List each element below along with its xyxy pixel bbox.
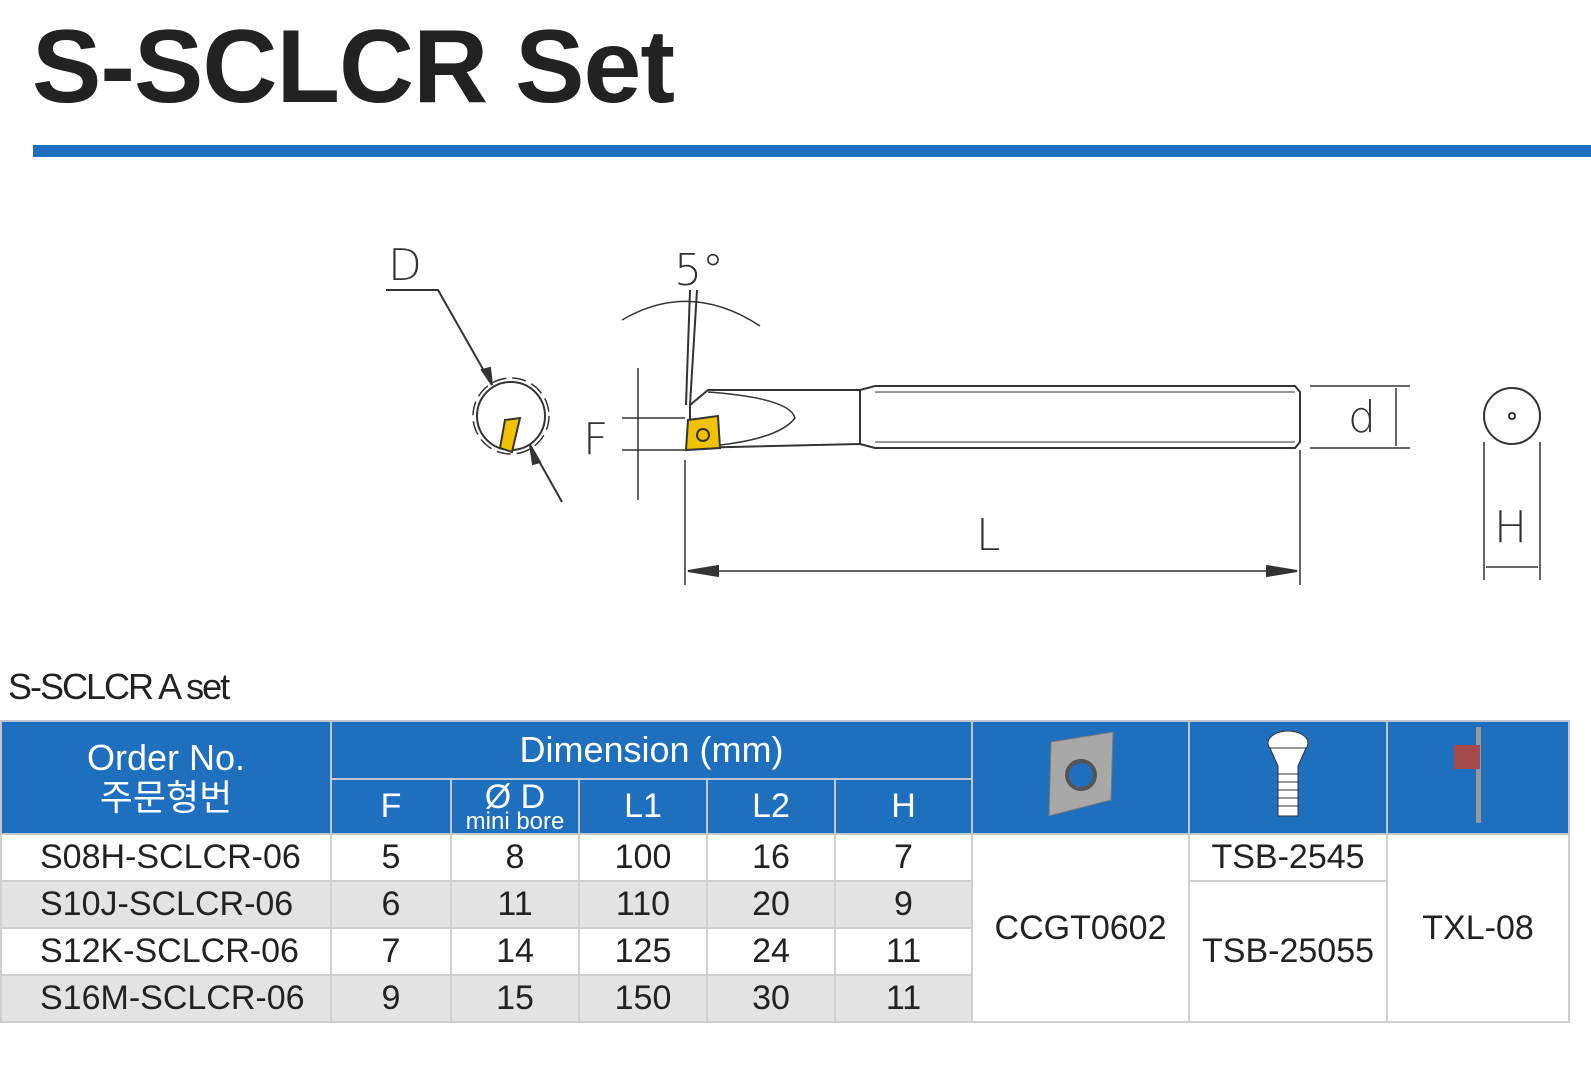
label-L: L [976, 510, 1001, 561]
l2-cell: 16 [706, 833, 836, 882]
d-cell: 11 [450, 880, 580, 929]
d-cell: 14 [450, 927, 580, 976]
front-view: D [386, 240, 563, 503]
l1-cell: 110 [578, 880, 708, 929]
l1-cell: 100 [578, 833, 708, 882]
label-d: d [1348, 392, 1376, 443]
d-cell: 8 [450, 833, 580, 882]
col-L2: L2 [706, 778, 836, 835]
l1-cell: 125 [578, 927, 708, 976]
table-row: S16M-SCLCR-06 9 15 150 30 11 [0, 974, 1569, 1023]
f-cell: 6 [330, 880, 452, 929]
page-title: S-SCLCR Set [32, 9, 675, 125]
d-cell: 15 [450, 974, 580, 1023]
label-F: F [583, 414, 608, 465]
order-no-label-ko: 주문형번 [99, 776, 233, 818]
table-row: S12K-SCLCR-06 7 14 125 24 11 [0, 927, 1569, 976]
order-no-label: Order No. [86, 736, 246, 778]
f-cell: 5 [330, 833, 452, 882]
order-cell: S10J-SCLCR-06 [0, 880, 332, 929]
col-H: H [833, 778, 974, 835]
insert-header [971, 720, 1191, 835]
screw-icon [1267, 730, 1309, 816]
label-D: D [388, 240, 422, 291]
f-cell: 7 [330, 927, 452, 976]
insert-cell: CCGT0602 [971, 833, 1191, 1023]
order-cell: S12K-SCLCR-06 [0, 927, 332, 976]
l2-cell: 30 [706, 974, 836, 1023]
wrench-header [1386, 720, 1571, 835]
col-D-sub: mini bore [465, 807, 565, 835]
h-cell: 7 [833, 833, 974, 882]
table-subtitle: S-SCLCR A set [8, 666, 230, 707]
wrench-cell: TXL-08 [1386, 833, 1571, 1023]
h-cell: 11 [833, 974, 974, 1023]
col-D-label: Ø D [484, 777, 546, 816]
l2-cell: 24 [706, 927, 836, 976]
h-cell: 11 [833, 927, 974, 976]
f-cell: 9 [330, 974, 452, 1023]
table-row: S08H-SCLCR-06 5 8 100 16 7 CCGT0602 TSB-… [0, 833, 1571, 1023]
label-H: H [1494, 502, 1527, 553]
back-view: H [1483, 387, 1541, 580]
order-cell: S16M-SCLCR-06 [0, 974, 332, 1023]
l2-cell: 20 [706, 880, 836, 929]
tool-drawing: D 5° F d L [386, 240, 1541, 585]
screw-header [1188, 720, 1389, 835]
screw-cell-1: TSB-2545 [1188, 833, 1389, 882]
dimension-header: Dimension (mm) [329, 720, 974, 780]
label-angle: 5° [674, 245, 724, 296]
screw-cell-2: TSB-25055 [1188, 880, 1389, 1023]
col-L1: L1 [578, 778, 708, 835]
torx-wrench-icon [1454, 727, 1482, 823]
title-divider [33, 145, 1591, 157]
order-cell: S08H-SCLCR-06 [0, 833, 332, 882]
insert-icon [1047, 731, 1114, 817]
col-F: F [330, 778, 452, 835]
order-no-header: Order No. 주문형번 [0, 720, 332, 835]
l1-cell: 150 [578, 974, 708, 1023]
h-cell: 9 [833, 880, 974, 929]
table-row: S10J-SCLCR-06 6 11 110 20 9 TSB-25055 [0, 880, 1569, 1023]
side-view: 5° F d L [583, 245, 1410, 585]
